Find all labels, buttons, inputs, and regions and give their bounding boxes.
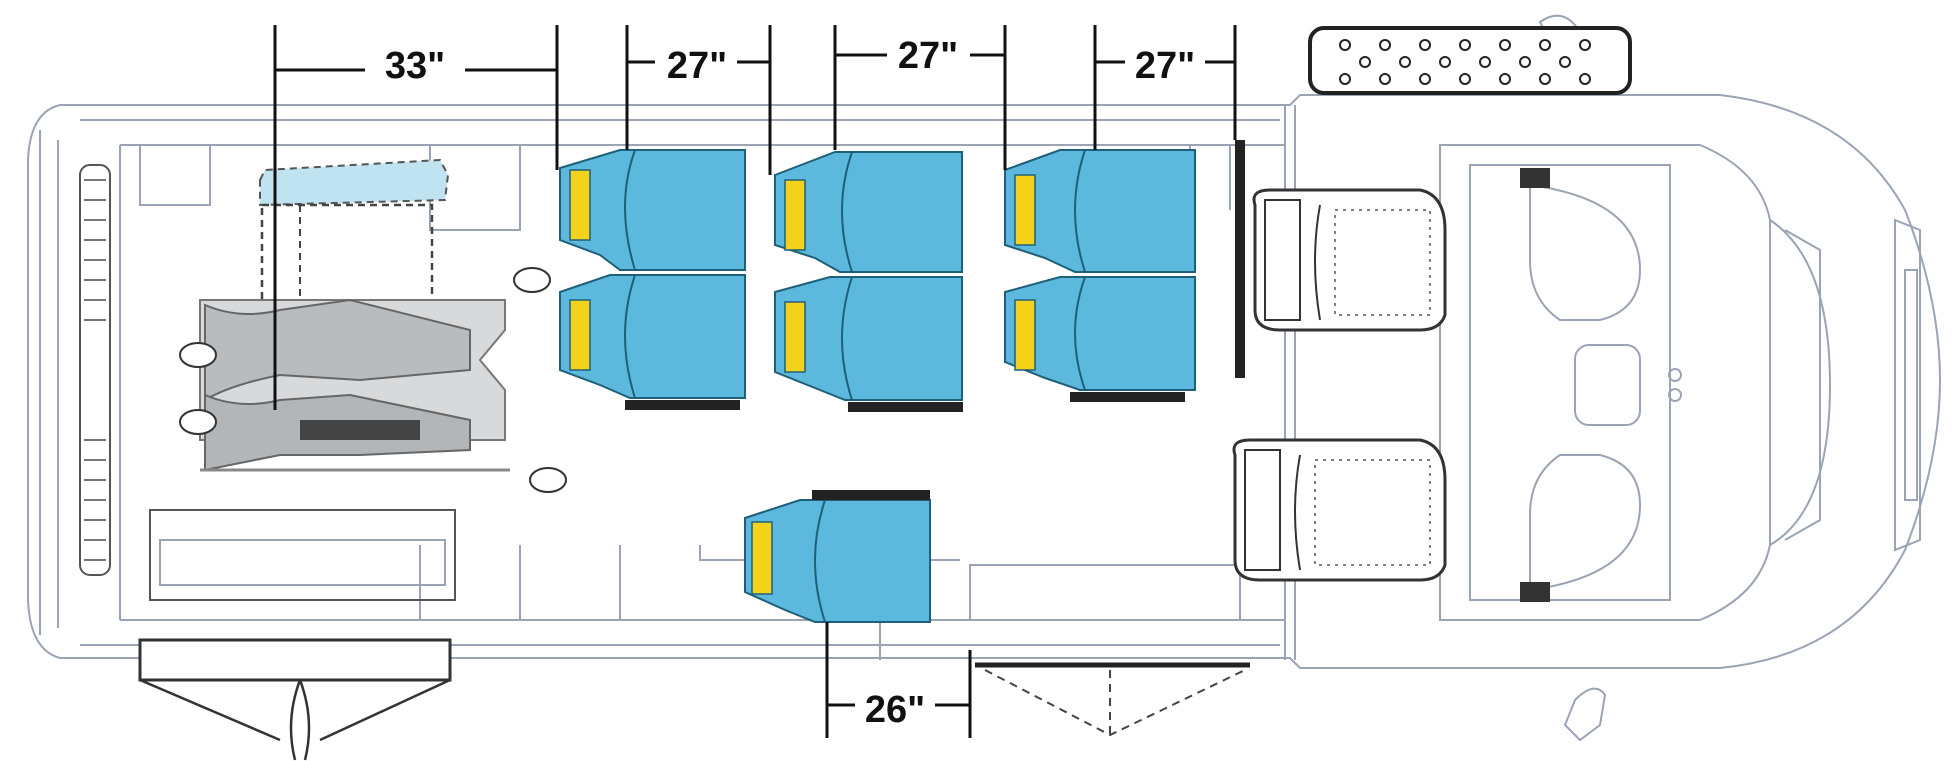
windshield-sensor [1520,168,1550,188]
driver-partition [1235,140,1245,378]
front-passenger-seat-icon [1232,438,1447,582]
dimension-lines [273,25,1237,738]
windshield-sensor-lower [1520,582,1550,602]
driver-seat-icon [1252,188,1447,332]
passenger-seat-row1-bottom [559,274,746,410]
side-door-swing [975,662,1250,737]
center-console [1574,344,1641,426]
step-plate-icon [1308,26,1632,95]
passenger-seat-row1-top [559,149,746,271]
passenger-seat-icon [559,149,1196,623]
wheelchair-position-icon [199,158,510,472]
rear-door-vent [79,164,111,576]
passenger-seat-row2-top [774,151,963,273]
rear-door-vent-slats [84,179,106,561]
passenger-seat-row3-top [1004,149,1196,273]
dimension-label-side-gap: 26" [865,689,925,731]
side-step-well [969,564,1241,621]
dimension-label-row1: 33" [385,45,445,87]
dimension-label-row3: 27" [898,35,958,77]
passenger-seat-side [744,490,931,623]
dimension-label-row4: 27" [1135,45,1195,87]
passenger-seat-row3-bottom [1004,276,1196,402]
tie-down-icon [179,267,567,493]
passenger-seat-row2-bottom [774,276,963,412]
rear-lift-platform [138,509,456,761]
dimension-label-row2: 27" [667,45,727,87]
